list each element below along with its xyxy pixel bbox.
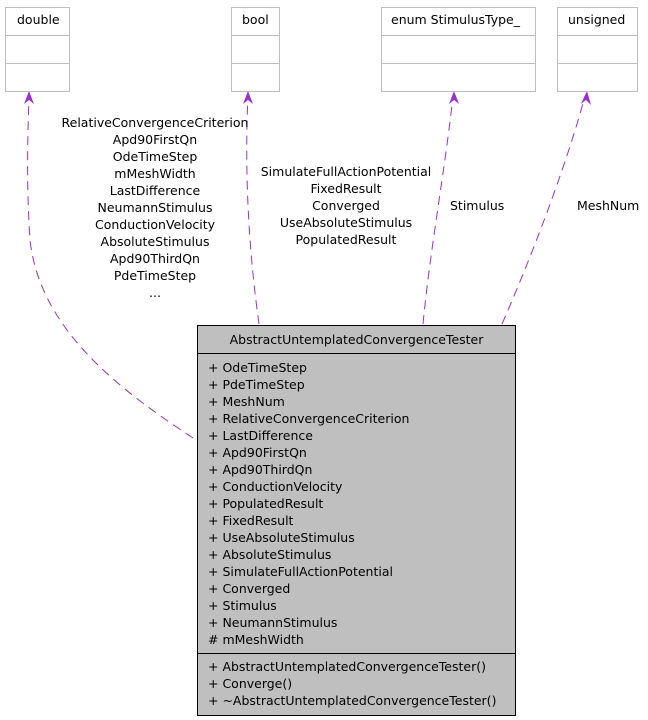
class-operations-section: + AbstractUntemplatedConvergenceTester()… [198,654,515,709]
edge-double [27,95,194,439]
edge-label-line: PopulatedResult [295,232,397,247]
attribute-item: + Apd90ThirdQn [208,462,313,477]
type-operations-section [558,64,637,92]
edge-label-line: SimulateFullActionPotential [260,164,432,179]
attribute-item: + MeshNum [208,394,285,409]
type-box-bool[interactable]: bool [231,7,280,92]
attribute-item: + PopulatedResult [208,496,324,511]
edge-label-double: RelativeConvergenceCriterion Apd90FirstQ… [50,114,260,301]
type-name: double [6,8,69,36]
class-attributes-section: + OdeTimeStep + PdeTimeStep + MeshNum + … [198,354,515,654]
edge-label-unsigned: MeshNum [577,197,639,214]
arrowhead-unsigned-icon [581,91,591,105]
operation-item: + AbstractUntemplatedConvergenceTester() [208,659,486,674]
type-box-enum-stimulustype[interactable]: enum StimulusType_ [381,7,536,92]
edge-label-line: FixedResult [310,181,382,196]
type-operations-section [382,64,535,92]
type-operations-section [232,64,279,92]
operation-item: + ~AbstractUntemplatedConvergenceTester(… [208,693,497,708]
attribute-item: + RelativeConvergenceCriterion [208,411,410,426]
attribute-item: + NeumannStimulus [208,615,338,630]
type-attributes-section [6,36,69,64]
attribute-item: + Converged [208,581,291,596]
attribute-item: + FixedResult [208,513,294,528]
attribute-item: + PdeTimeStep [208,377,305,392]
edge-bool [246,95,260,325]
edge-unsigned [501,95,586,325]
attribute-item: + ConductionVelocity [208,479,343,494]
edge-label-line: AbsoluteStimulus [100,234,210,249]
edge-label-line: ConductionVelocity [94,217,215,232]
attribute-item: # mMeshWidth [208,632,304,647]
type-name: unsigned [558,8,637,36]
arrowhead-enum-icon [449,91,459,104]
edge-label-line: UseAbsoluteStimulus [279,215,413,230]
edge-label-line: Converged [312,198,380,213]
type-operations-section [6,64,69,92]
type-attributes-section [558,36,637,64]
attribute-item: + OdeTimeStep [208,360,307,375]
edge-label-line: PdeTimeStep [113,268,197,283]
edge-label-enum: Stimulus [450,197,504,214]
attribute-item: + UseAbsoluteStimulus [208,530,355,545]
attribute-item: + SimulateFullActionPotential [208,564,393,579]
class-box-abstractuntemplatedconvergencetester[interactable]: AbstractUntemplatedConvergenceTester + O… [197,325,516,716]
attribute-item: + Apd90FirstQn [208,445,307,460]
edge-label-line: MeshNum [577,198,640,213]
attribute-item: + Stimulus [208,598,277,613]
class-name: AbstractUntemplatedConvergenceTester [198,326,515,354]
edge-label-line: ... [149,285,161,300]
type-name: bool [232,8,279,36]
edge-label-line: Stimulus [450,198,505,213]
edge-label-line: OdeTimeStep [112,149,198,164]
edge-label-line: Apd90ThirdQn [110,251,200,266]
arrowhead-bool-icon [243,91,253,104]
edge-label-line: mMeshWidth [114,166,196,181]
edge-label-line: Apd90FirstQn [112,132,198,147]
edge-label-line: NeumannStimulus [97,200,213,215]
arrowhead-double-icon [24,91,34,104]
edge-enum [422,95,454,325]
attribute-item: + LastDifference [208,428,313,443]
type-attributes-section [232,36,279,64]
type-box-unsigned[interactable]: unsigned [557,7,638,92]
edge-label-line: RelativeConvergenceCriterion [61,115,249,130]
type-name: enum StimulusType_ [382,8,535,36]
type-attributes-section [382,36,535,64]
attribute-item: + AbsoluteStimulus [208,547,332,562]
type-box-double[interactable]: double [5,7,70,92]
edge-label-line: LastDifference [109,183,201,198]
operation-item: + Converge() [208,676,293,691]
edge-label-bool: SimulateFullActionPotential FixedResult … [251,163,441,248]
